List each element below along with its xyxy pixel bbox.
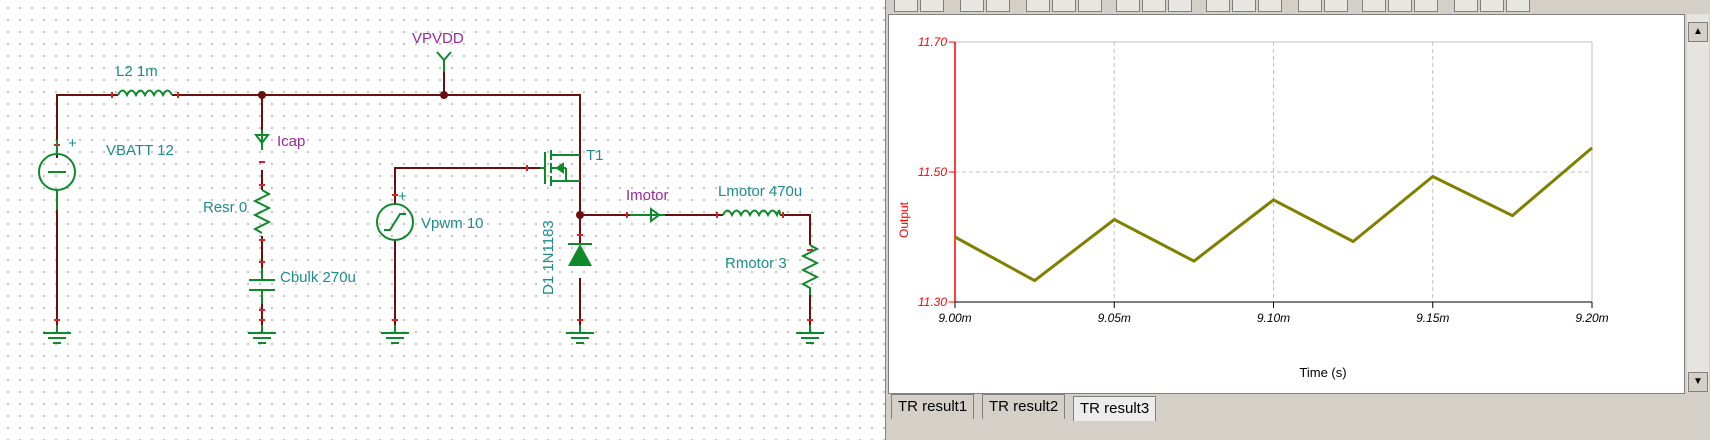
vbatt-source[interactable]: + (38, 135, 77, 210)
lmotor-inductor[interactable] (722, 209, 781, 218)
help2-icon[interactable] (1168, 0, 1192, 12)
x-tick-label: 9.05m (1098, 311, 1131, 325)
rmotor-resistor[interactable] (800, 244, 820, 295)
cursor-a-icon[interactable] (1298, 0, 1322, 12)
d1-diode[interactable] (568, 243, 592, 266)
x-axis-label: Time (s) (1299, 365, 1346, 380)
pen-icon[interactable] (1388, 0, 1412, 12)
scroll-up-icon[interactable]: ▲ (1688, 22, 1708, 42)
lmotor-label: Lmotor 470u (718, 183, 802, 200)
x-tick-label: 9.00m (938, 311, 971, 325)
vpvdd-node[interactable] (436, 51, 452, 72)
dropdown-left-icon[interactable] (1454, 0, 1478, 12)
vpwm-label: Vpwm 10 (421, 215, 484, 232)
vpvdd-label: VPVDD (412, 30, 464, 47)
vbatt-plus-label: + (68, 135, 77, 152)
cursor-b-icon[interactable] (1324, 0, 1348, 12)
y-tick-label: 11.50 (918, 165, 947, 179)
y-tick-label: 11.70 (918, 35, 947, 49)
vpwm-source[interactable]: + (376, 188, 414, 241)
tab-tr-result1[interactable]: TR result1 (891, 394, 975, 419)
y-tick-label: 11.30 (918, 295, 947, 309)
zoom-icon[interactable] (1052, 0, 1076, 12)
l2-label: L2 1m (116, 63, 158, 80)
cbulk-label: Cbulk 270u (280, 269, 356, 286)
resr-label: Resr 0 (203, 199, 247, 216)
plot-panel[interactable]: 11.70 11.50 11.30 9.00m 9.05m 9.10m 9.15m 9.20… (888, 14, 1685, 394)
y-tick-labels: 11.70 11.50 11.30 (918, 35, 947, 309)
ground-symbols (43, 325, 824, 344)
rmotor-label: Rmotor 3 (725, 255, 787, 272)
dropdown-right-icon[interactable] (1506, 0, 1530, 12)
marker-icon[interactable] (1414, 0, 1438, 12)
imotor-label: Imotor (626, 187, 669, 204)
result-tabs: TR result1 TR result2 TR result3 (886, 394, 1710, 422)
pointer-icon[interactable] (1026, 0, 1050, 12)
open-icon[interactable] (894, 0, 918, 12)
t1-label: T1 (586, 147, 604, 164)
y-axis-label: Output (897, 201, 911, 238)
imotor-ammeter[interactable] (630, 207, 665, 223)
help-icon[interactable] (1142, 0, 1166, 12)
tab-tr-result3[interactable]: TR result3 (1073, 396, 1157, 421)
icap-ammeter[interactable] (254, 130, 270, 150)
table-icon[interactable] (1206, 0, 1230, 12)
vbatt-label: VBATT 12 (106, 142, 174, 159)
resr-resistor[interactable] (252, 189, 272, 234)
paste-icon[interactable] (986, 0, 1010, 12)
x-tick-label: 9.20m (1575, 311, 1608, 325)
x-tick-labels: 9.00m 9.05m 9.10m 9.15m 9.20m (938, 311, 1608, 325)
vpwm-plus-label: + (398, 188, 407, 205)
zoom-100-icon[interactable] (1078, 0, 1102, 12)
tab-tr-result2[interactable]: TR result2 (982, 394, 1066, 419)
x-tick-label: 9.10m (1257, 311, 1290, 325)
schematic-canvas[interactable]: + VBATT 12 L2 1m VPVDD Icap Resr 0 Cbulk… (0, 0, 885, 440)
diagram-toolbar (886, 0, 1710, 14)
output-trace (954, 146, 1593, 283)
d1-label: D1 1N1183 (540, 220, 557, 295)
save-icon[interactable] (920, 0, 944, 12)
circle-tool-icon[interactable] (1258, 0, 1282, 12)
x-tick-label: 9.15m (1416, 311, 1449, 325)
scroll-down-icon[interactable]: ▼ (1688, 372, 1708, 392)
diagram-window: 11.70 11.50 11.30 9.00m 9.05m 9.10m 9.15m 9.20… (885, 0, 1710, 440)
chart-grid (955, 41, 1593, 302)
copy-icon[interactable] (960, 0, 984, 12)
vertical-scrollbar[interactable]: ▲ ▼ (1687, 14, 1709, 392)
dropdown-down-icon[interactable] (1480, 0, 1504, 12)
l2-inductor[interactable] (117, 89, 173, 98)
text-tool-icon[interactable] (1116, 0, 1140, 12)
chart-axes (949, 41, 1593, 308)
icap-label: Icap (277, 133, 305, 150)
t1-mosfet[interactable] (540, 150, 580, 186)
arrow-tool-icon[interactable] (1232, 0, 1256, 12)
cbulk-capacitor[interactable] (249, 268, 275, 304)
curve-icon[interactable] (1362, 0, 1386, 12)
